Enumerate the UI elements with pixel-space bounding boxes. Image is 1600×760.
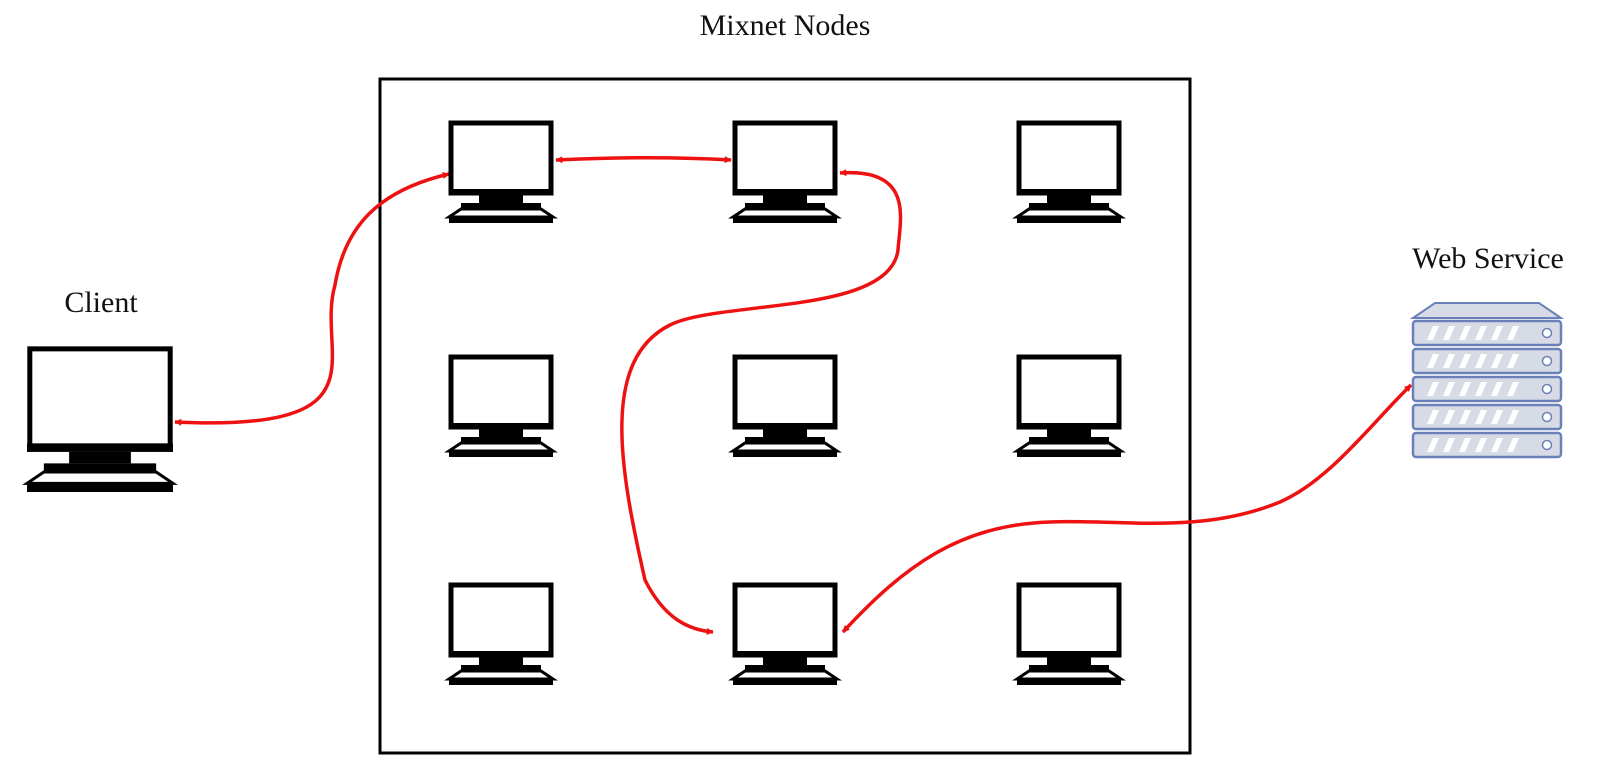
server-icon [1409, 302, 1565, 459]
mixnet-title: Mixnet Nodes [700, 9, 871, 42]
node-computer-icon [1012, 354, 1126, 457]
node-computer-icon [728, 582, 842, 685]
node-computer-icon [444, 354, 558, 457]
client-label: Client [64, 286, 138, 319]
node-computer-icon [728, 120, 842, 223]
node-computer-icon [444, 120, 558, 223]
node-computer-icon [444, 582, 558, 685]
connection-arrow [555, 156, 732, 164]
client-computer-icon [22, 346, 178, 492]
connection-arrow [841, 383, 1413, 634]
connections-layer [174, 156, 1413, 635]
node-computer-icon [1012, 120, 1126, 223]
node-computer-icon [728, 354, 842, 457]
connection-arrow [174, 172, 450, 426]
web-service-label: Web Service [1412, 242, 1564, 275]
nodes-layer [444, 120, 1126, 685]
connection-arrow [620, 169, 903, 635]
node-computer-icon [1012, 582, 1126, 685]
